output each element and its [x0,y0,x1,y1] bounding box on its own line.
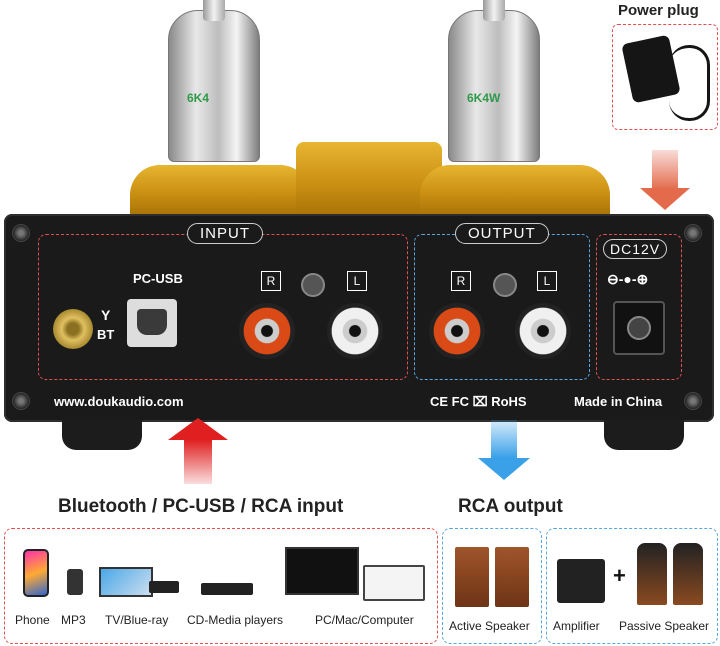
device-label-phone: Phone [15,613,50,627]
tube-tip [483,0,505,21]
input-section: INPUT PC-USB Y BT R L [38,223,408,380]
output-label: OUTPUT [455,223,549,244]
power-plug-box [612,24,718,130]
brass-base-left [130,165,310,215]
output-section: OUTPUT R L [414,223,590,380]
output-rca-left[interactable] [515,303,571,359]
output-caption: RCA output [458,496,563,517]
device-label-tv: TV/Blue-ray [105,613,169,627]
device-label-pc: PC/Mac/Computer [315,613,414,627]
monitor-icon [285,547,359,595]
device-label-cd: CD-Media players [187,613,284,627]
output-r-label: R [451,271,471,291]
dc-label: DC12V [603,239,668,259]
input-label: INPUT [187,223,263,244]
tube-label: 6K4 [187,91,210,105]
screw-icon [684,392,702,410]
input-l-label: L [347,271,367,291]
amplifier-icon [557,559,605,603]
active-speaker-box: Active Speaker [442,528,542,644]
passive-speaker-icon [637,543,667,605]
ground-screw-icon [493,273,517,297]
polarity-icon: ⊖-●-⊕ [607,271,649,287]
device-label-passive-speaker: Passive Speaker [619,619,710,633]
website-label: www.doukaudio.com [54,394,184,409]
foot-right [604,420,684,450]
power-cable-icon [669,45,710,121]
output-rca-right[interactable] [429,303,485,359]
output-arrow-shaft [491,420,517,458]
bt-antenna-connector[interactable] [53,309,93,349]
cd-player-icon [201,583,253,595]
power-arrow [652,150,678,190]
output-l-label: L [537,271,557,291]
vacuum-tube-right: 6K4W [448,0,540,162]
device-label-mp3: MP3 [61,613,86,627]
input-arrow-head [168,418,228,440]
input-devices-box: Phone MP3 TV/Blue-ray CD-Media players P… [4,528,438,644]
input-rca-left[interactable] [327,303,383,359]
mp3-player-icon [67,569,83,595]
phone-icon [23,549,49,597]
input-arrow-shaft [184,440,212,484]
power-arrow-head [640,188,690,210]
passive-setup-box: + Amplifier Passive Speaker [546,528,718,644]
made-in-label: Made in China [574,394,663,409]
dc-power-jack[interactable] [613,301,665,355]
screw-icon [684,224,702,242]
brass-base-right [420,165,610,215]
speaker-icon [455,547,489,607]
ground-screw-icon [301,273,325,297]
input-r-label: R [261,271,281,291]
bt-label: BT [97,327,115,342]
passive-speaker-icon [673,543,703,605]
power-plug-caption: Power plug [618,2,699,19]
plus-sign: + [613,563,626,588]
input-caption: Bluetooth / PC-USB / RCA input [58,496,344,517]
tube-label: 6K4W [467,91,501,105]
tube-tip [203,0,225,21]
device-label-active-speaker: Active Speaker [449,619,530,633]
device-label-amplifier: Amplifier [553,619,600,633]
input-rca-right[interactable] [239,303,295,359]
router-icon [149,581,179,593]
vacuum-tube-left: 6K4 [168,0,260,162]
brass-center-cylinder [296,142,442,216]
bt-antenna-icon: Y [101,307,111,323]
foot-left [62,420,142,450]
back-panel: INPUT PC-USB Y BT R L OUTPUT R L DC12V ⊖… [4,214,714,422]
usb-b-port[interactable] [127,299,177,347]
laptop-icon [363,565,425,601]
pc-usb-label: PC-USB [133,271,183,286]
screw-icon [12,392,30,410]
dc-section: DC12V ⊖-●-⊕ [596,234,682,380]
speaker-icon [495,547,529,607]
certifications-label: CE FC ⌧ RoHS [430,394,527,409]
output-arrow-head [478,458,530,480]
screw-icon [12,224,30,242]
tv-icon [99,567,153,597]
